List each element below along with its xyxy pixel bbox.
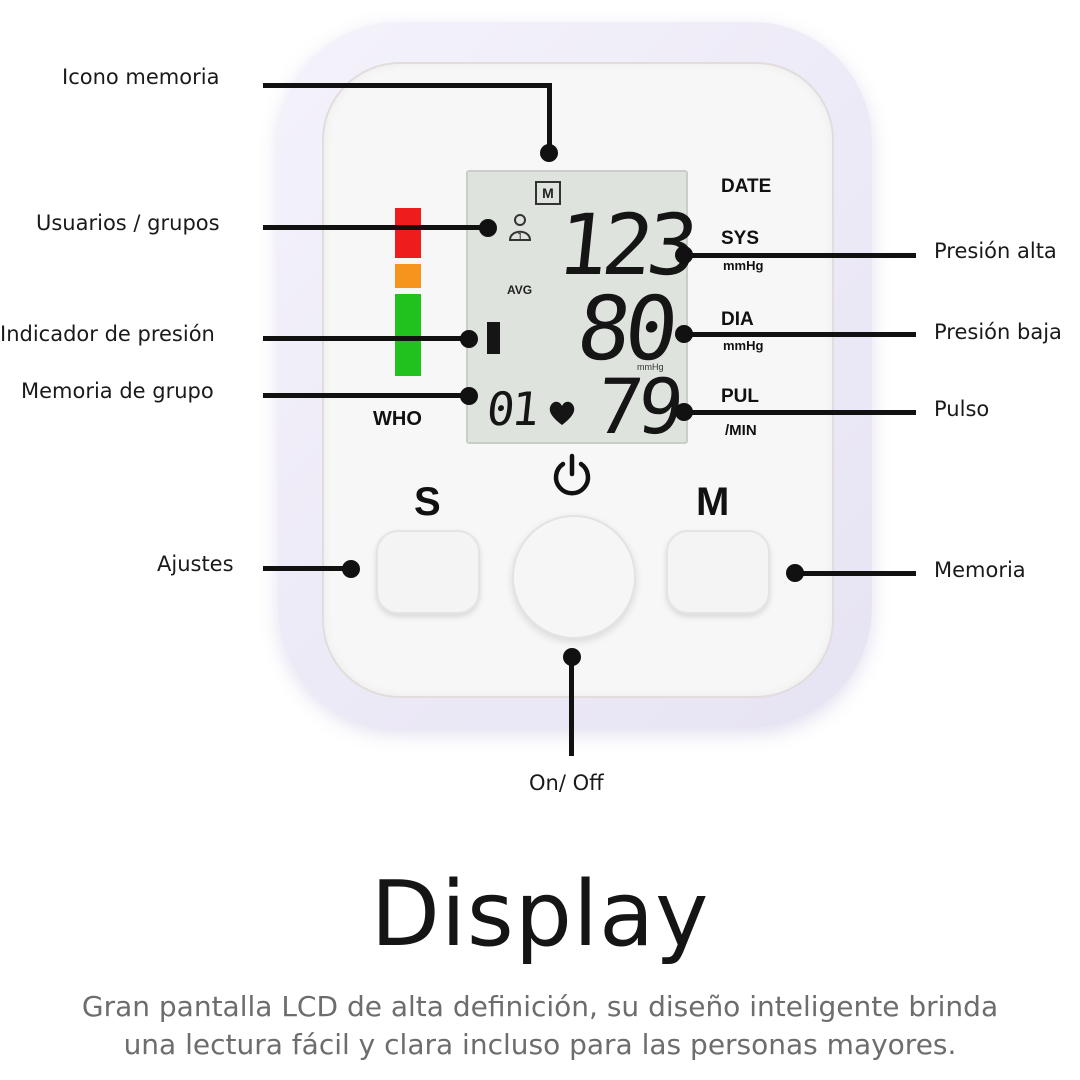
- annotation-icono-memoria: Icono memoria: [62, 65, 220, 89]
- svg-text:1: 1: [517, 232, 523, 243]
- annotation-indicador: Indicador de presión: [0, 322, 215, 346]
- callout-dot: [460, 330, 478, 348]
- memory-icon: M: [535, 181, 561, 205]
- dia-label: DIA: [721, 309, 754, 330]
- annotation-on-off: On/ Off: [529, 771, 604, 795]
- who-bar-green: [395, 294, 421, 376]
- pressure-bar: [487, 322, 500, 354]
- lcd-unit-small: mmHg: [637, 362, 664, 372]
- annotation-presion-baja: Presión baja: [934, 320, 1062, 344]
- callout-line: [263, 225, 485, 230]
- annotation-pulso: Pulso: [934, 397, 990, 421]
- lcd-screen: [466, 170, 688, 444]
- annotation-usuarios: Usuarios / grupos: [36, 211, 220, 235]
- avg-label: AVG: [507, 283, 533, 297]
- pul-label: PUL: [721, 386, 759, 407]
- user-group-icon: 1: [508, 214, 532, 243]
- s-label: S: [414, 480, 441, 524]
- who-label: WHO: [373, 408, 422, 430]
- annotation-ajustes: Ajustes: [157, 552, 234, 576]
- power-icon: [553, 453, 591, 496]
- description-line-2: una lectura fácil y clara incluso para l…: [123, 1028, 957, 1061]
- callout-line: [684, 253, 916, 258]
- memory-button[interactable]: [666, 530, 770, 614]
- sys-label: SYS: [721, 228, 760, 249]
- m-label: M: [696, 480, 730, 524]
- annotation-memoria: Memoria: [934, 558, 1026, 582]
- callout-line: [795, 571, 916, 576]
- callout-line: [263, 83, 552, 88]
- callout-dot: [479, 219, 497, 237]
- power-button[interactable]: [512, 515, 636, 639]
- description: Gran pantalla LCD de alta definición, su…: [0, 988, 1080, 1064]
- who-bar-red: [395, 208, 421, 258]
- callout-line: [684, 332, 916, 337]
- settings-button[interactable]: [376, 530, 480, 614]
- dia-unit: mmHg: [723, 338, 764, 353]
- callout-line: [569, 656, 574, 756]
- annotation-presion-alta: Presión alta: [934, 239, 1057, 263]
- callout-line: [263, 566, 351, 571]
- sys-unit: mmHg: [723, 258, 764, 273]
- callout-line: [547, 83, 552, 145]
- heart-icon: [549, 401, 575, 425]
- who-bar-orange: [395, 264, 421, 288]
- callout-dot: [540, 144, 558, 162]
- page-title: Display: [370, 862, 710, 967]
- pulse-value: 79: [592, 362, 684, 451]
- callout-dot: [460, 387, 478, 405]
- callout-dot: [342, 560, 360, 578]
- callout-line: [263, 336, 469, 341]
- pul-unit: /MIN: [725, 422, 757, 439]
- annotation-memoria-grupo: Memoria de grupo: [21, 379, 214, 403]
- callout-line: [684, 410, 916, 415]
- group-memory-value: 01: [484, 382, 540, 436]
- callout-line: [263, 393, 469, 398]
- date-label: DATE: [721, 176, 772, 197]
- description-line-1: Gran pantalla LCD de alta definición, su…: [81, 990, 999, 1023]
